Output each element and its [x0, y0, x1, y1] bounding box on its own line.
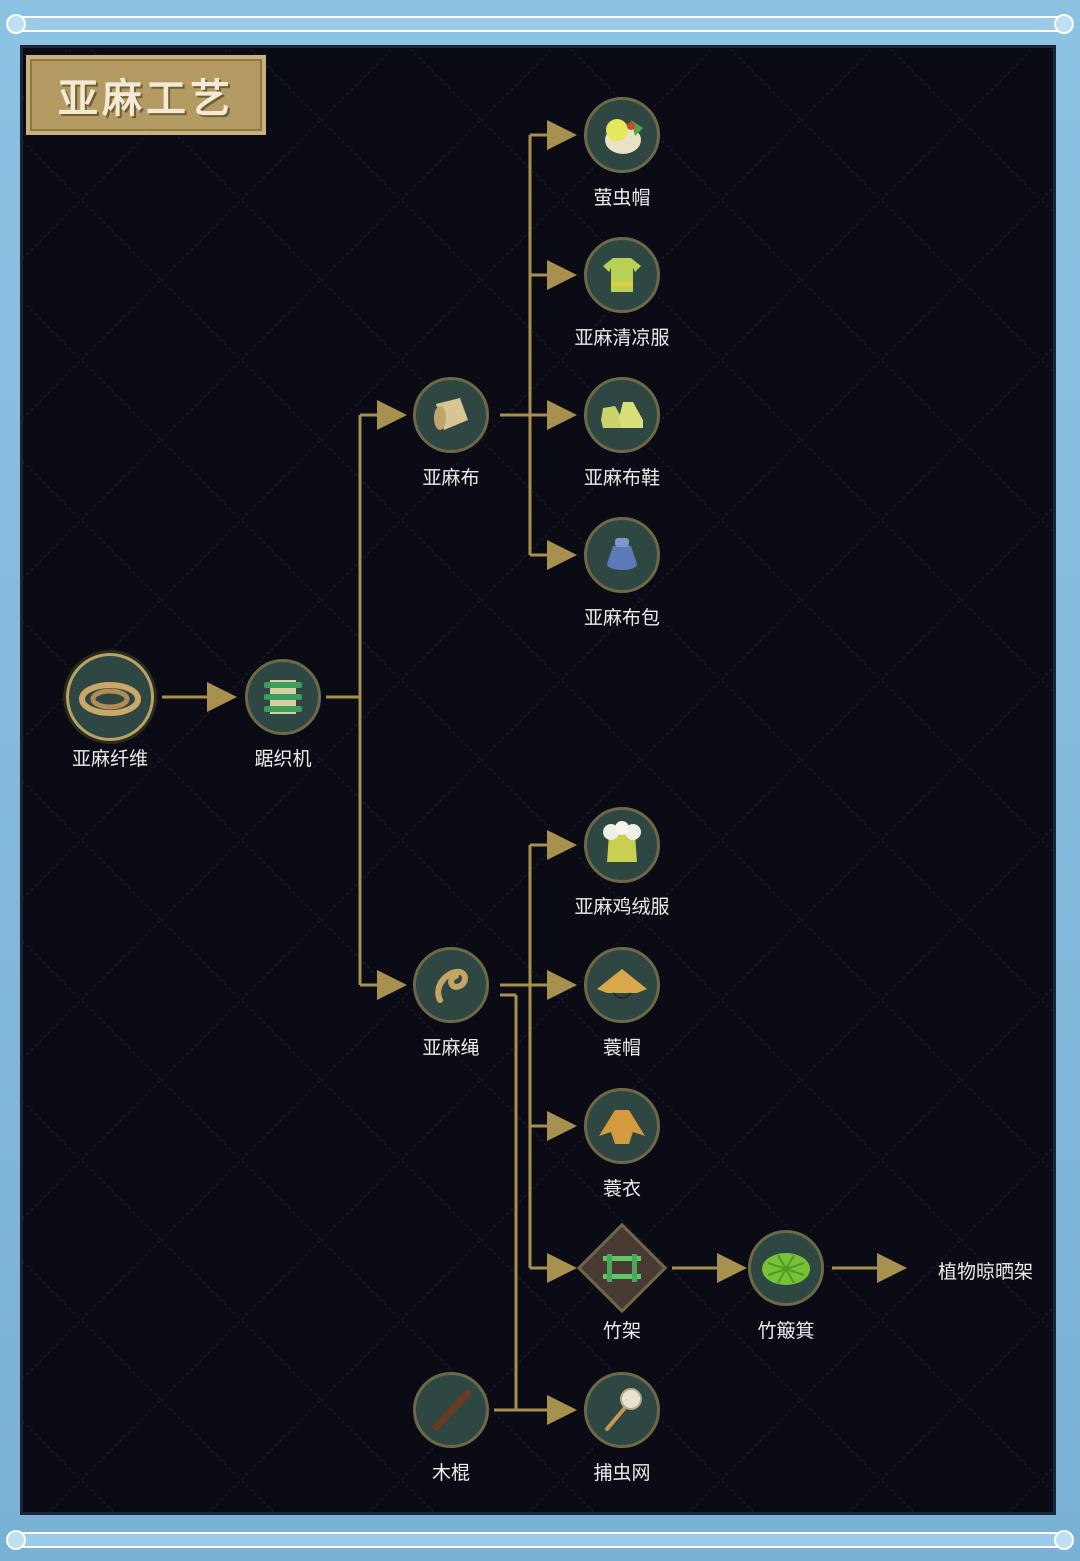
- shirt-icon: [597, 250, 647, 300]
- down-jacket-icon: [595, 818, 649, 872]
- label-straw-coat: 蓑衣: [603, 1174, 641, 1201]
- label-linen-cloth: 亚麻布: [422, 463, 479, 490]
- label-bamboo-rack: 竹架: [603, 1316, 641, 1343]
- loom-icon: [258, 672, 308, 722]
- label-bamboo-basket: 竹簸箕: [757, 1316, 814, 1343]
- bag-icon: [597, 530, 647, 580]
- label-linen-shoes: 亚麻布鞋: [584, 463, 660, 490]
- straw-coat-icon: [593, 1102, 651, 1150]
- node-straw-hat: [584, 947, 660, 1023]
- label-linen-bag: 亚麻布包: [584, 603, 660, 630]
- bamboo-rack-icon: [597, 1248, 647, 1288]
- node-bamboo-basket: [748, 1230, 824, 1306]
- fiber-coil-icon: [78, 675, 142, 719]
- label-linen-cool-clothes: 亚麻清凉服: [574, 323, 669, 350]
- bamboo-basket-icon: [758, 1245, 814, 1291]
- straw-hat-icon: [593, 963, 651, 1007]
- node-flax-fiber: [66, 653, 154, 741]
- node-linen-shoes: [584, 377, 660, 453]
- label-linen-rope: 亚麻绳: [422, 1033, 479, 1060]
- label-flax-fiber: 亚麻纤维: [72, 744, 148, 771]
- label-loom: 踞织机: [254, 744, 311, 771]
- node-loom: [245, 659, 321, 735]
- stick-icon: [426, 1385, 476, 1435]
- node-linen-bag: [584, 517, 660, 593]
- node-straw-coat: [584, 1088, 660, 1164]
- node-bamboo-rack: [584, 1230, 660, 1306]
- node-firefly-hat: [584, 97, 660, 173]
- label-firefly-hat: 萤虫帽: [593, 183, 650, 210]
- bug-net-icon: [597, 1385, 647, 1435]
- node-linen-rope: [413, 947, 489, 1023]
- node-linen-cloth: [413, 377, 489, 453]
- label-wood-stick: 木棍: [432, 1458, 470, 1485]
- label-bug-net: 捕虫网: [593, 1458, 650, 1485]
- label-straw-hat: 蓑帽: [603, 1033, 641, 1060]
- firefly-hat-icon: [595, 108, 649, 162]
- shoes-icon: [595, 390, 649, 440]
- node-linen-down-clothes: [584, 807, 660, 883]
- cloth-roll-icon: [426, 390, 476, 440]
- rope-icon: [426, 960, 476, 1010]
- node-linen-cool-clothes: [584, 237, 660, 313]
- label-plant-drying-rack: 植物晾晒架: [938, 1257, 1033, 1284]
- node-wood-stick: [413, 1372, 489, 1448]
- node-bug-net: [584, 1372, 660, 1448]
- label-linen-down-clothes: 亚麻鸡绒服: [574, 892, 669, 919]
